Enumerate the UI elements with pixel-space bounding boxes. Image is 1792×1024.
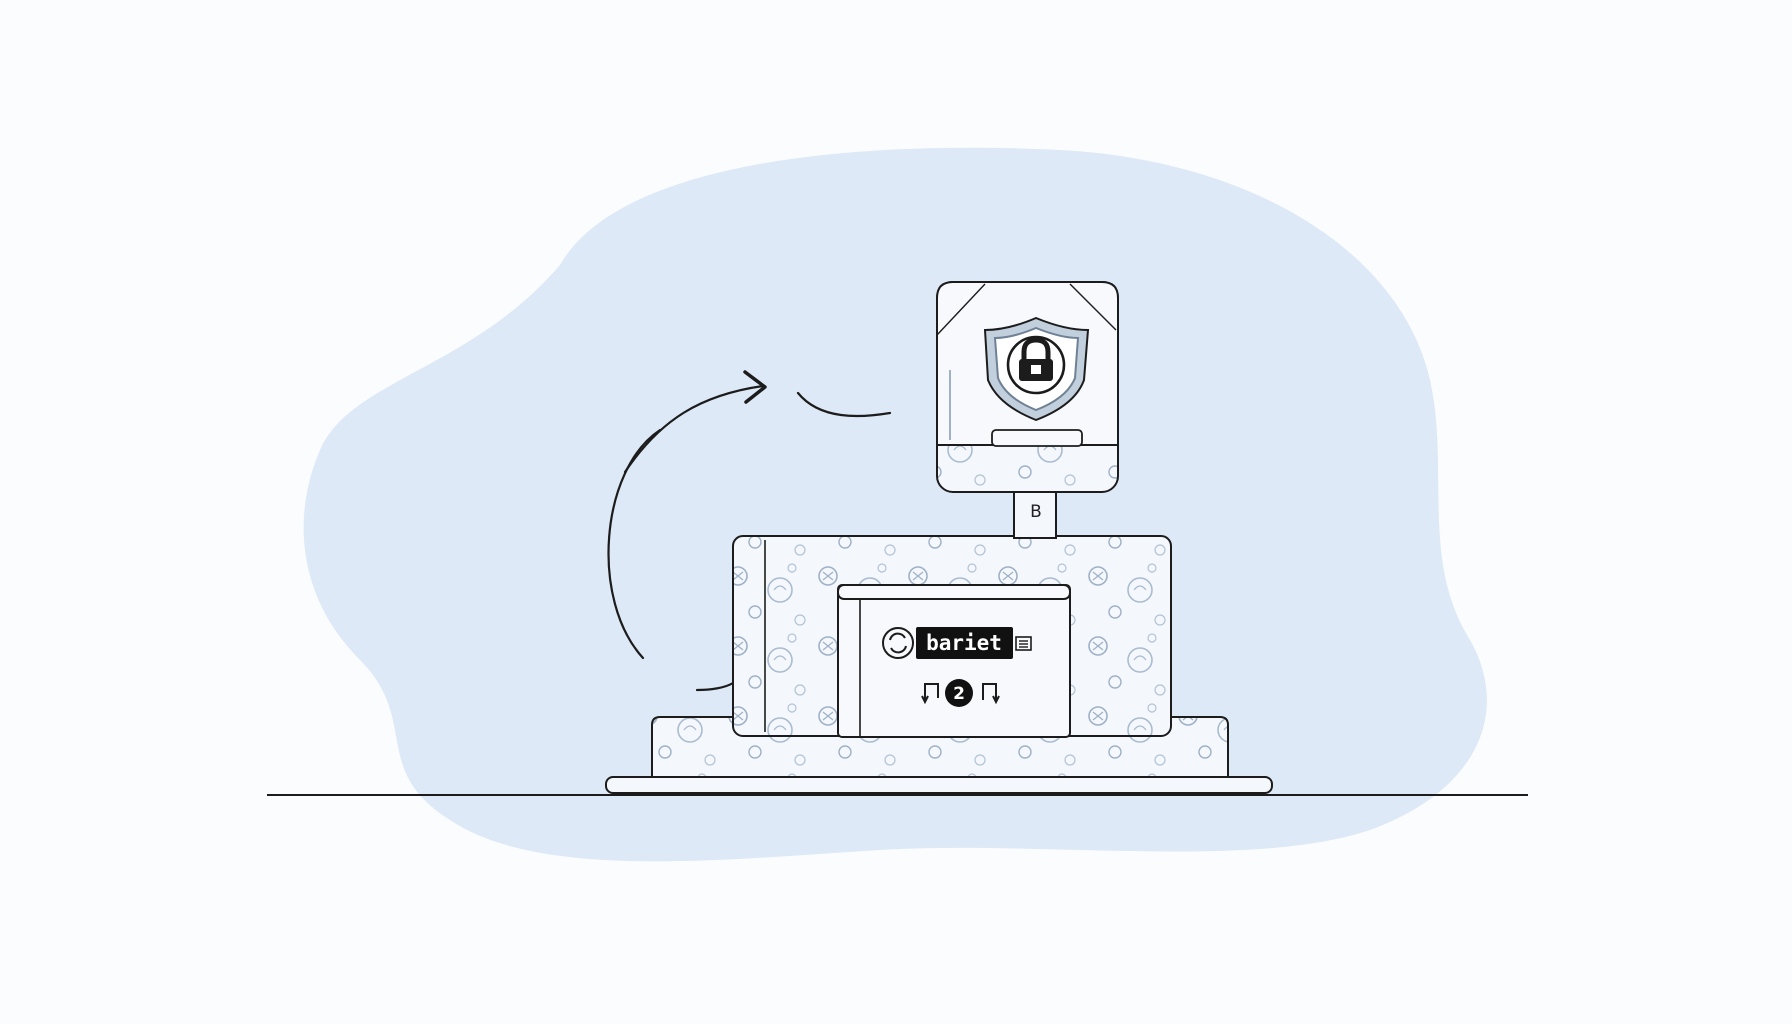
- brand-label: bariet: [926, 631, 1002, 655]
- refresh-icon: [882, 627, 914, 659]
- counter-label: 2: [953, 684, 965, 704]
- arrow-up-icon: [921, 683, 939, 705]
- base-plate: [605, 776, 1273, 794]
- shield-lock-icon: [983, 316, 1090, 422]
- front-panel: [837, 584, 1071, 738]
- counter-badge: [945, 679, 973, 707]
- arrow-down-icon: [982, 683, 1000, 705]
- post-label: B: [1030, 502, 1042, 522]
- background-blob: [303, 147, 1487, 862]
- menu-icon: [1015, 636, 1032, 651]
- curved-arrow-icon: [607, 370, 892, 692]
- brand-plate: [916, 627, 1013, 659]
